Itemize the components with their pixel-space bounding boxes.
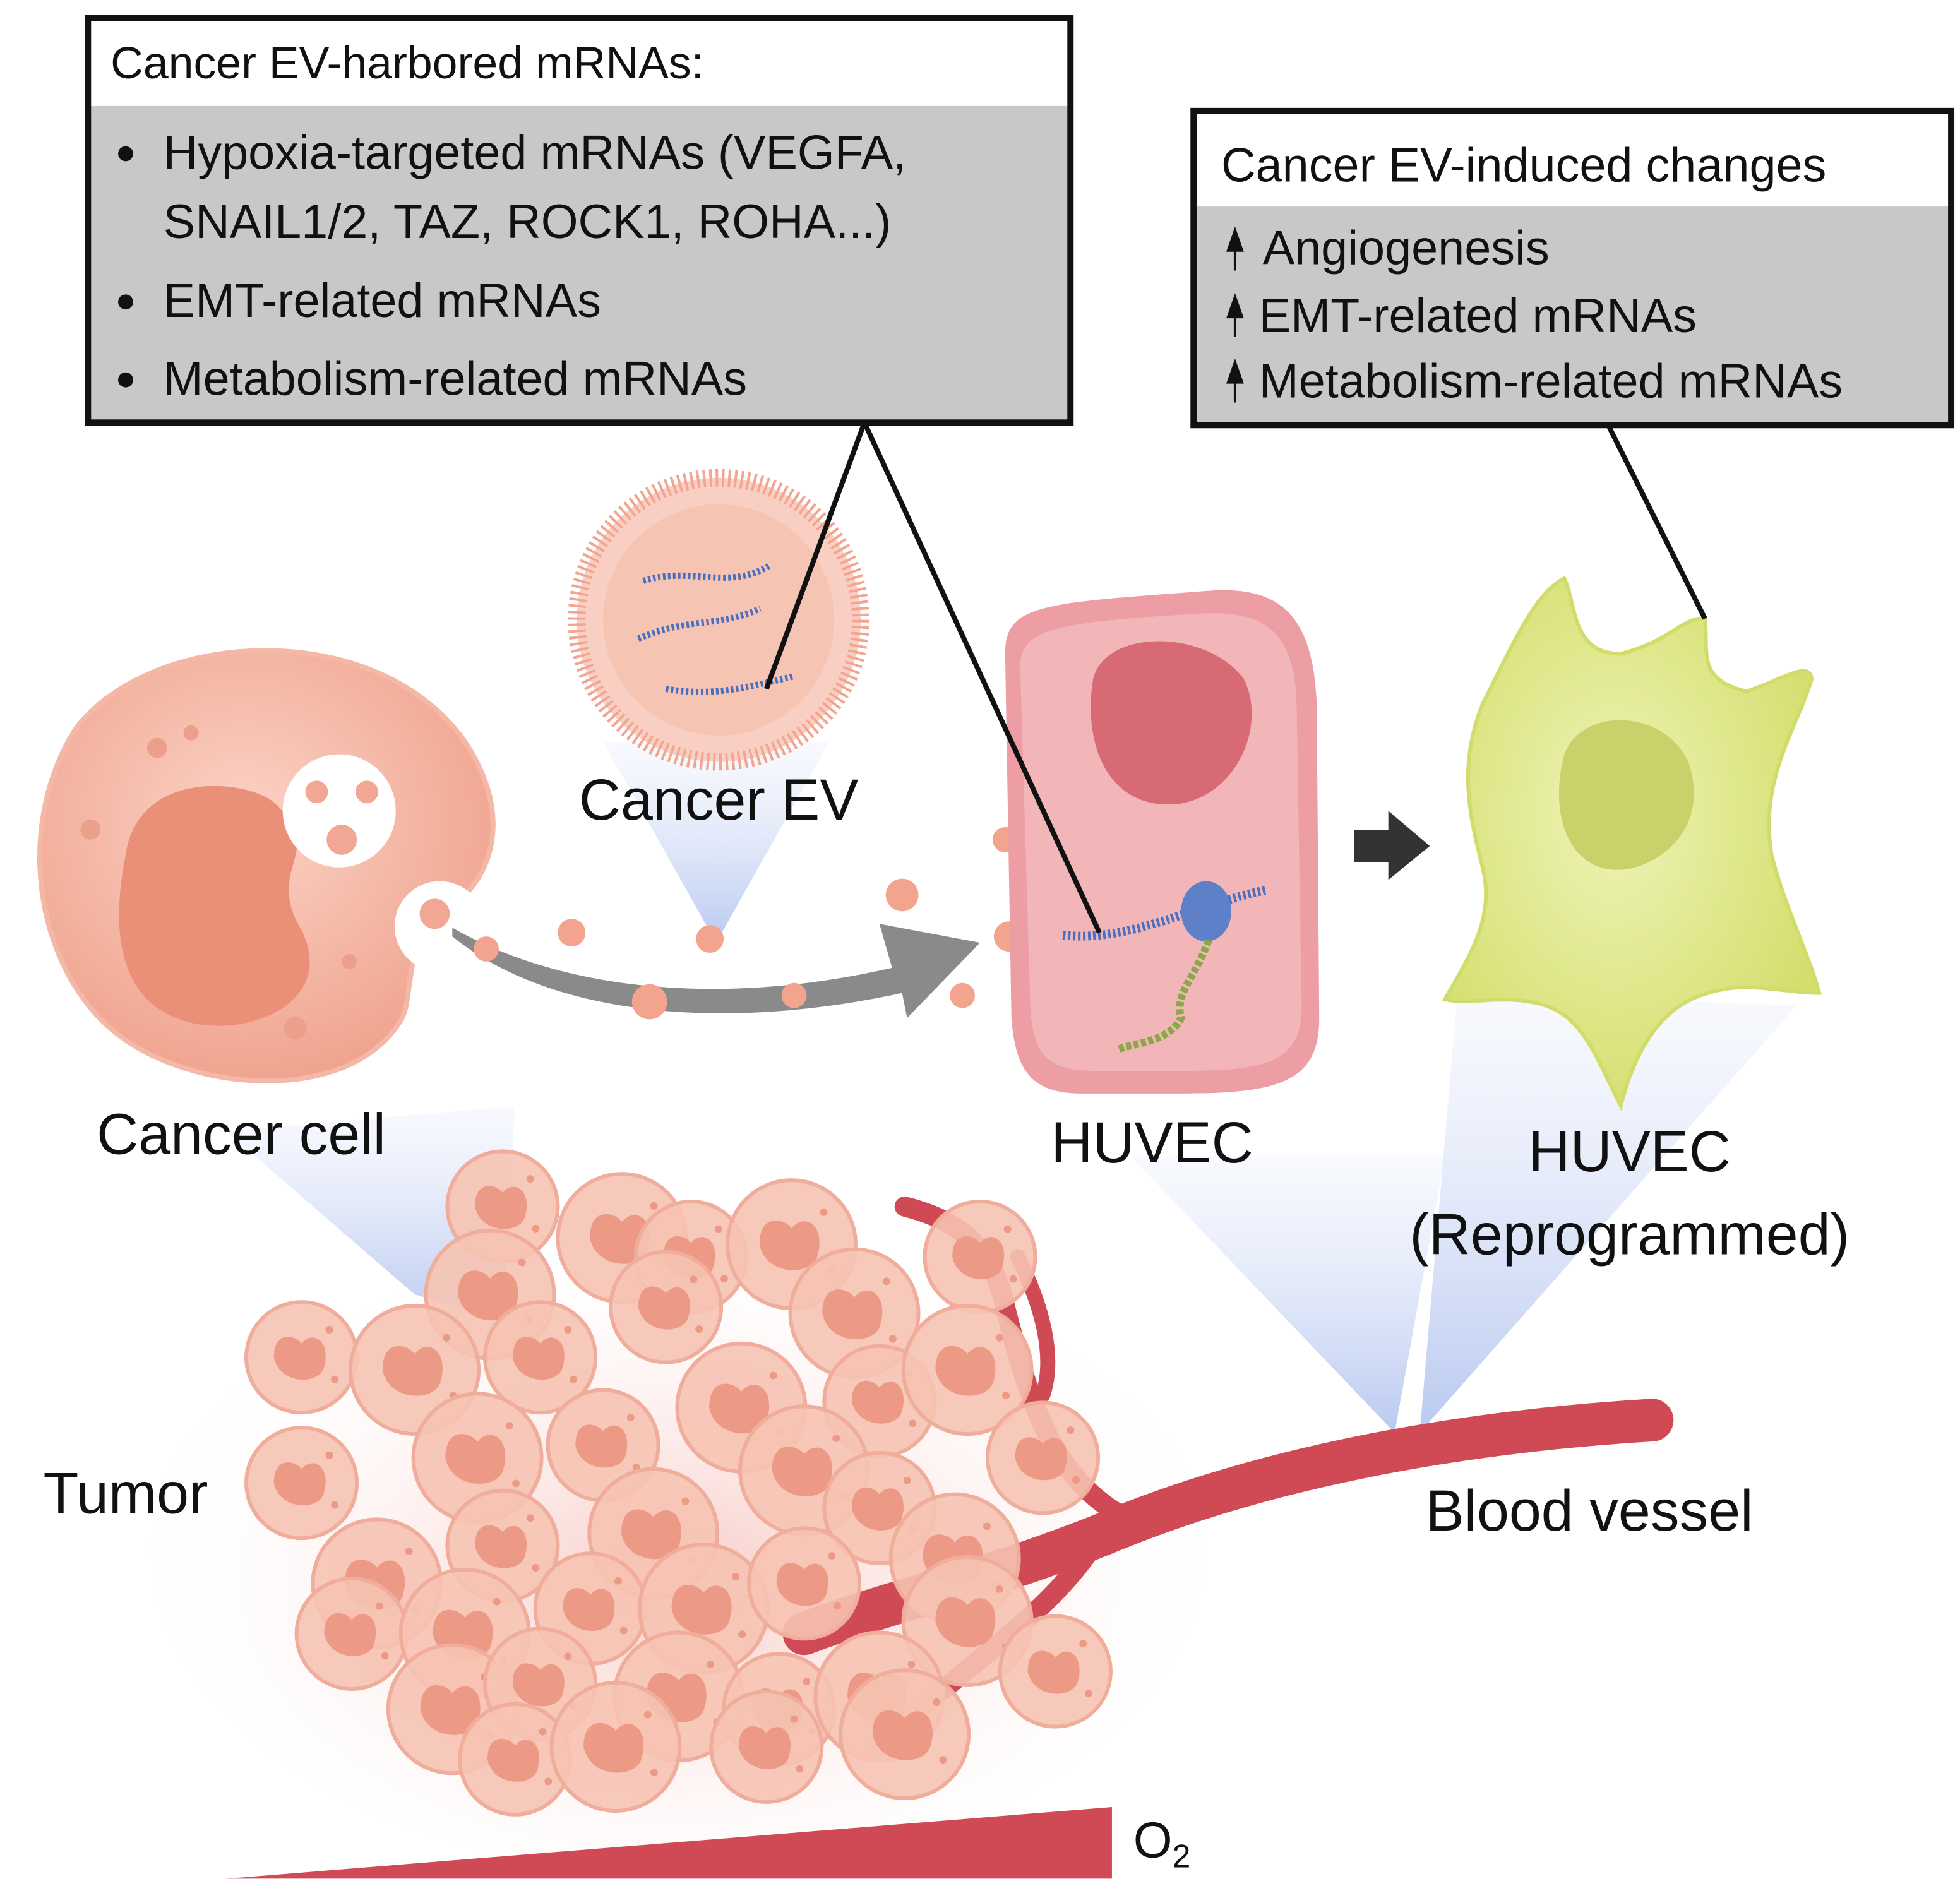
tumor-cell <box>609 1250 724 1364</box>
right-arrow-icon <box>1354 811 1430 880</box>
peptide-chain <box>1116 938 1212 1053</box>
reprogrammed-huvec-sublabel: (Reprogrammed) <box>1409 1203 1849 1267</box>
tumor-cell <box>746 1526 861 1641</box>
reprogrammed-nucleus <box>1558 720 1694 870</box>
tumor-label: Tumor <box>43 1461 208 1525</box>
zoom-cone-ev <box>603 741 830 943</box>
bullet-icon <box>118 146 133 162</box>
ev-cargo-box: Cancer EV-harbored mRNAs: Hypoxia-target… <box>85 15 1074 426</box>
tumor-cluster <box>244 1149 1113 1817</box>
ev-particles <box>474 827 1024 1020</box>
bullet-icon <box>118 372 133 388</box>
ev-changes-item: Angiogenesis <box>1263 222 1550 275</box>
tumor-cell <box>244 1300 359 1415</box>
up-arrow-icon <box>1226 358 1244 403</box>
reprogrammed-huvec-cell <box>1442 576 1822 1112</box>
callout-lines <box>764 421 1707 934</box>
ribosome-icon <box>1181 881 1231 942</box>
cancer-cell-label: Cancer cell <box>97 1102 386 1166</box>
oxygen-label: O2 <box>1133 1812 1191 1875</box>
huvec-nucleus <box>1091 641 1252 805</box>
ev-cargo-item: Hypoxia-targeted mRNAs (VEGFA, <box>164 126 907 179</box>
ev-changes-box: Cancer EV-induced changes Angiogenesis E… <box>1190 107 1955 429</box>
ev-cargo-item: Metabolism-related mRNAs <box>164 353 747 406</box>
mrna-strand-icon <box>1062 885 1268 941</box>
up-arrow-icon <box>1226 293 1244 337</box>
zoom-cone-reprogrammed <box>1419 993 1797 1433</box>
tumor-cell <box>709 1689 824 1805</box>
cancer-ev <box>568 469 869 771</box>
blood-vessel-label: Blood vessel <box>1426 1479 1754 1543</box>
zoom-cone-huvec <box>1130 1156 1445 1433</box>
tumor-cell <box>901 1304 1034 1436</box>
huvec-label: HUVEC <box>1051 1111 1253 1175</box>
ev-changes-title: Cancer EV-induced changes <box>1221 139 1826 192</box>
ev-changes-item: Metabolism-related mRNAs <box>1259 355 1843 409</box>
ev-cargo-item-cont: SNAIL1/2, TAZ, ROCK1, ROHA...) <box>164 196 892 249</box>
oxygen-gradient-wedge <box>226 1806 1112 1879</box>
tumor-cell <box>549 1681 682 1813</box>
tumor-cell <box>985 1400 1101 1515</box>
up-arrow-icon <box>1226 226 1244 271</box>
mrna-strand-icon <box>636 563 795 695</box>
bullet-icon <box>118 294 133 310</box>
ev-cargo-title: Cancer EV-harbored mRNAs: <box>111 38 703 88</box>
cancer-cell <box>37 648 496 1083</box>
tumor-cell <box>839 1668 971 1801</box>
reprogrammed-huvec-label: HUVEC <box>1529 1119 1731 1184</box>
tumor-cell <box>923 1199 1037 1315</box>
tumor-cell <box>244 1426 359 1541</box>
ev-changes-item: EMT-related mRNAs <box>1259 290 1697 343</box>
huvec-cell <box>1005 590 1320 1094</box>
tumor-cell <box>294 1576 409 1691</box>
cancer-cell-nucleus <box>119 785 310 1026</box>
tumor-cell <box>483 1300 598 1415</box>
tumor-cell <box>998 1614 1113 1729</box>
transfer-arrow <box>452 924 980 1018</box>
tumor-cell <box>445 1149 560 1264</box>
ev-cargo-item: EMT-related mRNAs <box>164 275 601 328</box>
cancer-ev-label: Cancer EV <box>579 768 859 832</box>
